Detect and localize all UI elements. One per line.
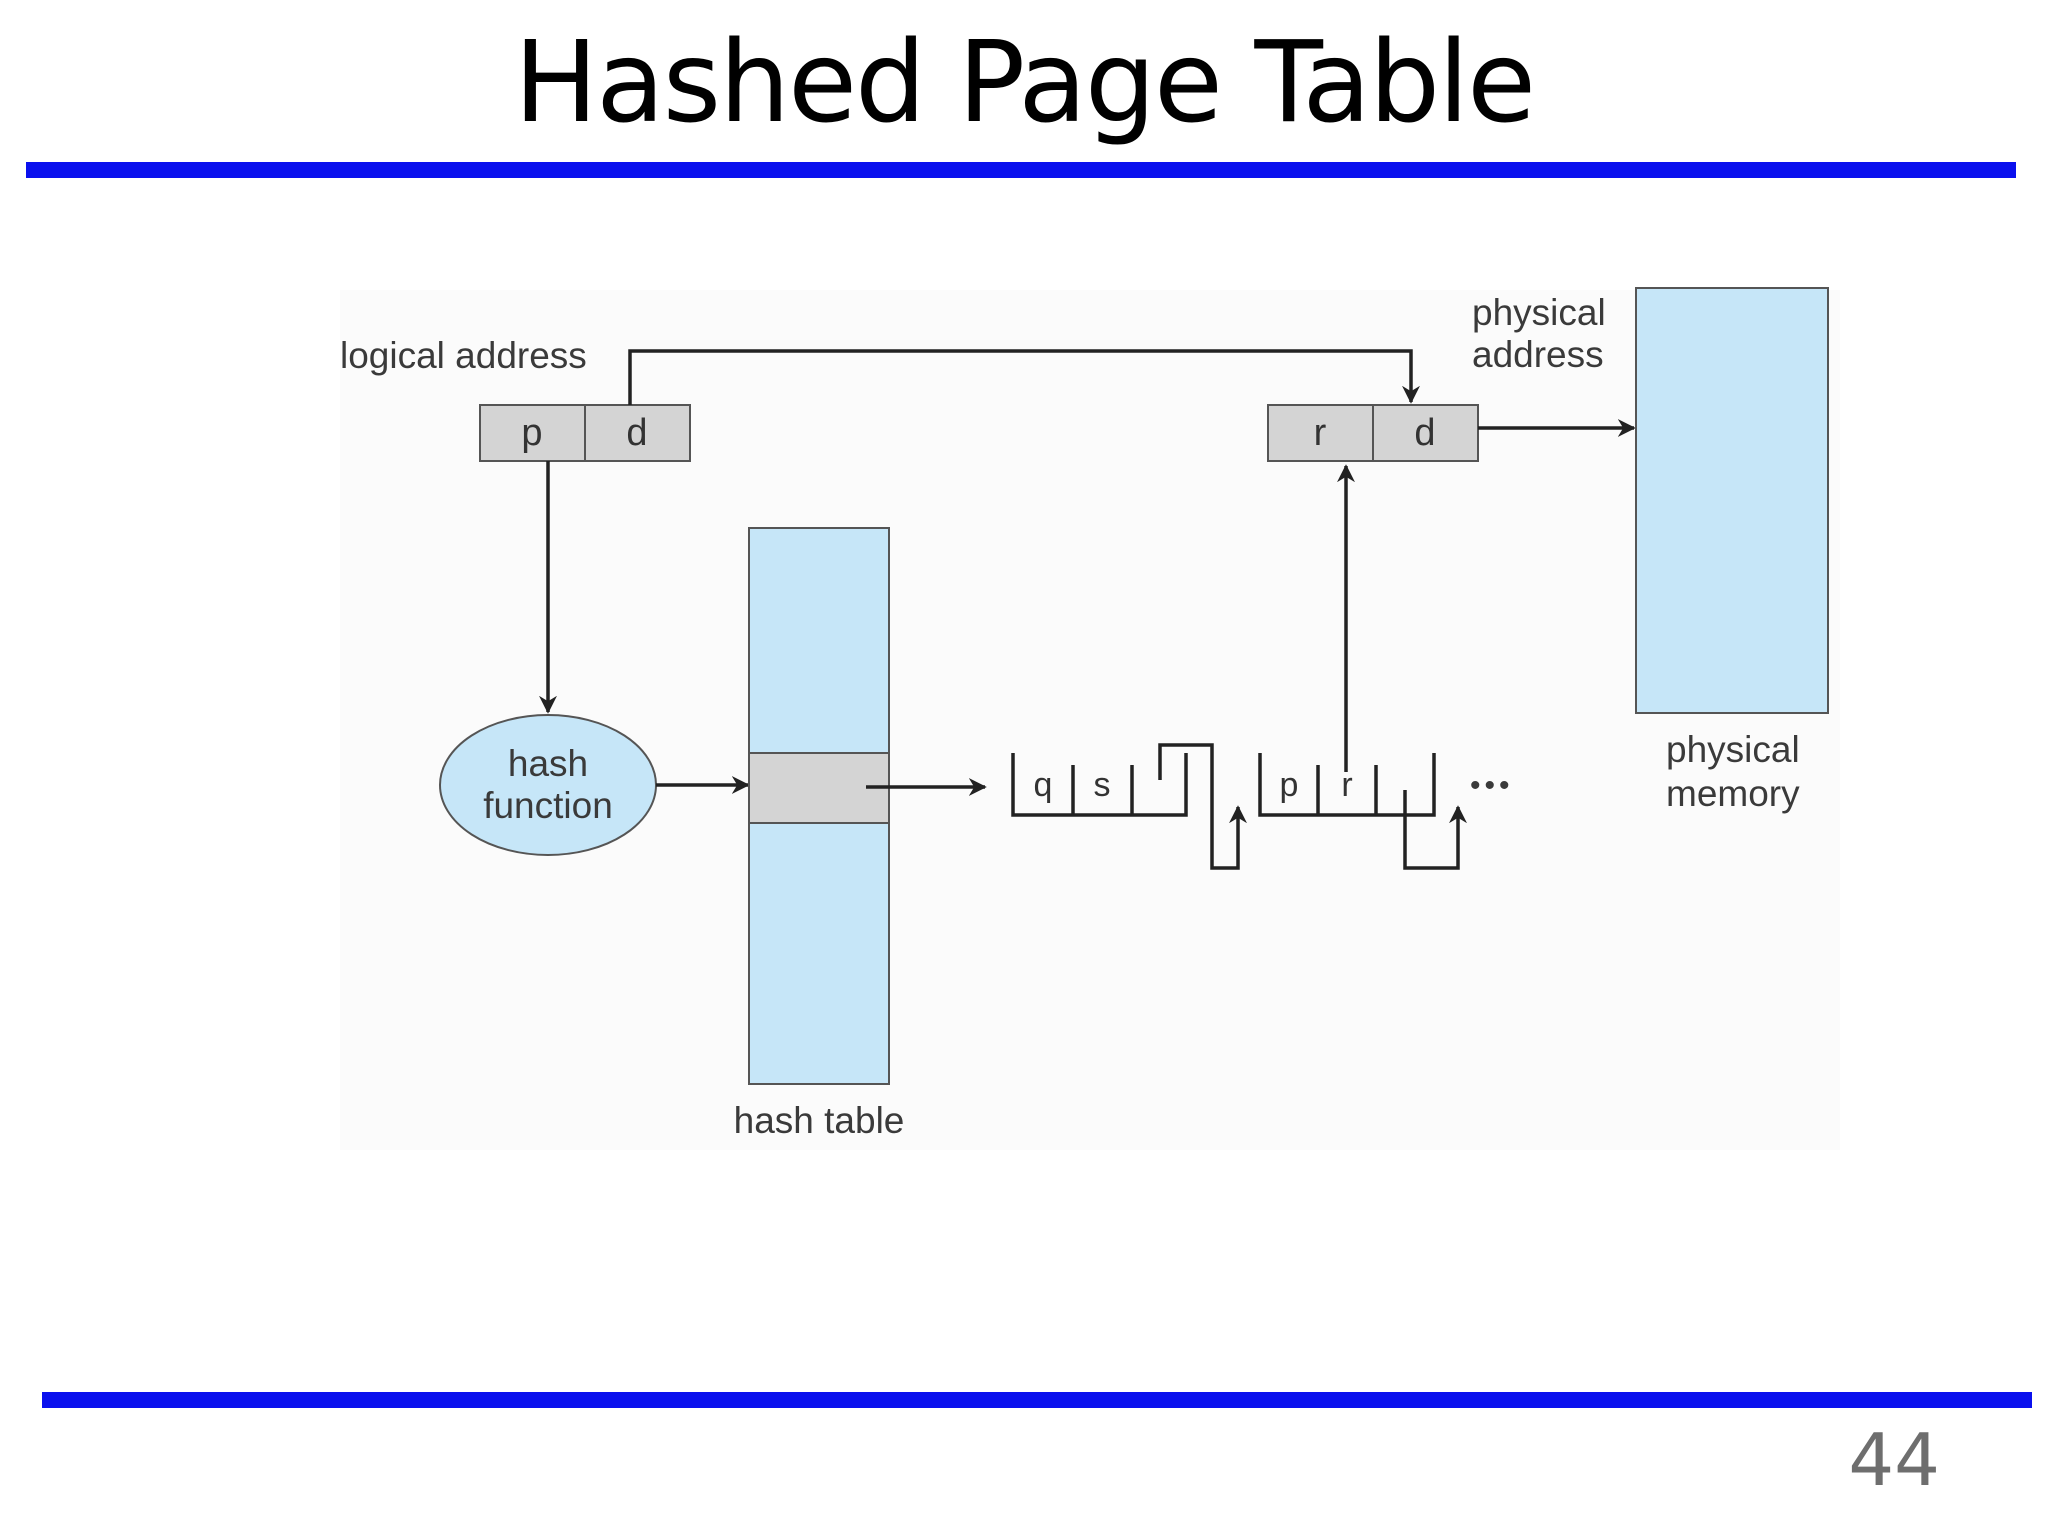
logical-offset-letter: d bbox=[626, 412, 647, 454]
chain-node-2: p r bbox=[1258, 753, 1436, 817]
chain-ellipsis: ••• bbox=[1470, 769, 1514, 802]
physical-address-line2: address bbox=[1472, 334, 1604, 375]
chain-node-1-pointer-hook bbox=[1158, 743, 1186, 780]
physical-frame-cell bbox=[1267, 404, 1374, 462]
chain-node-1-outline bbox=[1011, 753, 1188, 817]
chain-node-1-page: q bbox=[1034, 766, 1053, 804]
chain-link-1-2 bbox=[1186, 743, 1247, 870]
physical-memory-line2: memory bbox=[1666, 773, 1800, 814]
physical-frame-letter: r bbox=[1314, 412, 1327, 454]
chain-node-2-page: p bbox=[1280, 766, 1299, 804]
physical-offset-cell bbox=[1372, 404, 1479, 462]
chain-link-2-next bbox=[1403, 805, 1467, 870]
chain-node-1: q s bbox=[1011, 743, 1188, 817]
logical-address-box: p d bbox=[479, 404, 691, 462]
chain-node-2-outline bbox=[1258, 753, 1436, 817]
physical-memory bbox=[1635, 287, 1829, 714]
physical-memory-line1: physical bbox=[1666, 729, 1800, 770]
hash-function-line2: function bbox=[483, 785, 613, 826]
top-rule bbox=[26, 162, 2016, 178]
hash-table-label: hash table bbox=[734, 1100, 905, 1141]
chain-node-1-frame: s bbox=[1094, 766, 1111, 804]
physical-offset-letter: d bbox=[1414, 412, 1435, 454]
logical-page-letter: p bbox=[521, 412, 542, 454]
page-number: 44 bbox=[1848, 1418, 1940, 1502]
physical-address-box: r d bbox=[1267, 404, 1479, 462]
slide-title: Hashed Page Table bbox=[513, 18, 1536, 148]
logical-address-label: logical address bbox=[340, 335, 587, 376]
physical-address-line1: physical bbox=[1472, 292, 1606, 333]
bottom-rule bbox=[42, 1392, 2032, 1408]
hash-function-line1: hash bbox=[508, 743, 588, 784]
chain-node-2-frame: r bbox=[1341, 766, 1352, 804]
logical-offset-cell bbox=[584, 404, 691, 462]
offset-copy-arrow bbox=[628, 349, 1420, 405]
